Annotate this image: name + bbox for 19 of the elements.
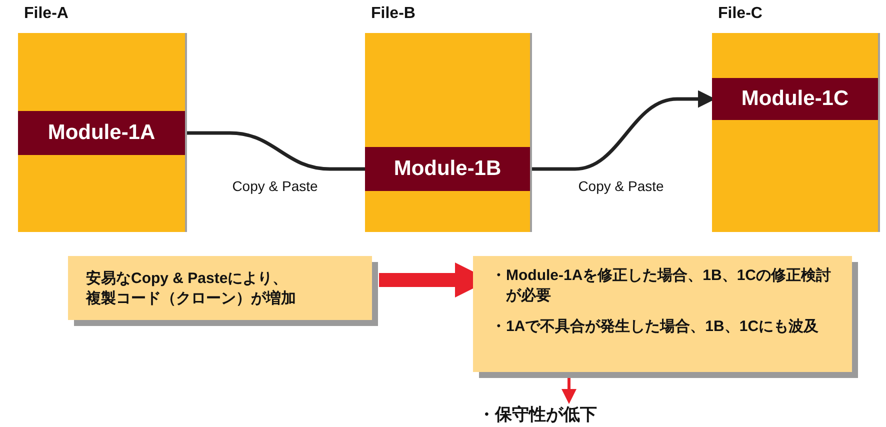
connector-line xyxy=(185,131,365,171)
note-box xyxy=(68,256,372,320)
module-band xyxy=(712,78,878,120)
module-band xyxy=(18,111,185,155)
file-title: File-B xyxy=(371,5,416,23)
note-text: 安易なCopy & Pasteにより、複製コード（クローン）が増加 xyxy=(86,268,297,309)
note-box xyxy=(473,256,852,372)
edge-label: Copy & Paste xyxy=(230,178,320,194)
note-text: ・Module-1Aを修正した場合、1B、1Cの修正検討が必要 xyxy=(491,266,832,306)
module-label: Module-1B xyxy=(394,157,502,181)
file-title: File-C xyxy=(718,5,762,23)
file-title: File-A xyxy=(24,5,68,23)
edge-label: Copy & Paste xyxy=(576,178,666,194)
module-label: Module-1A xyxy=(48,121,156,145)
note-text: ・1Aで不具合が発生した場合、1B、1Cにも波及 xyxy=(491,316,820,336)
arrow xyxy=(562,378,576,404)
module-label: Module-1C xyxy=(741,87,849,111)
result-text: ・保守性が低下 xyxy=(478,404,597,426)
module-band xyxy=(365,147,530,191)
